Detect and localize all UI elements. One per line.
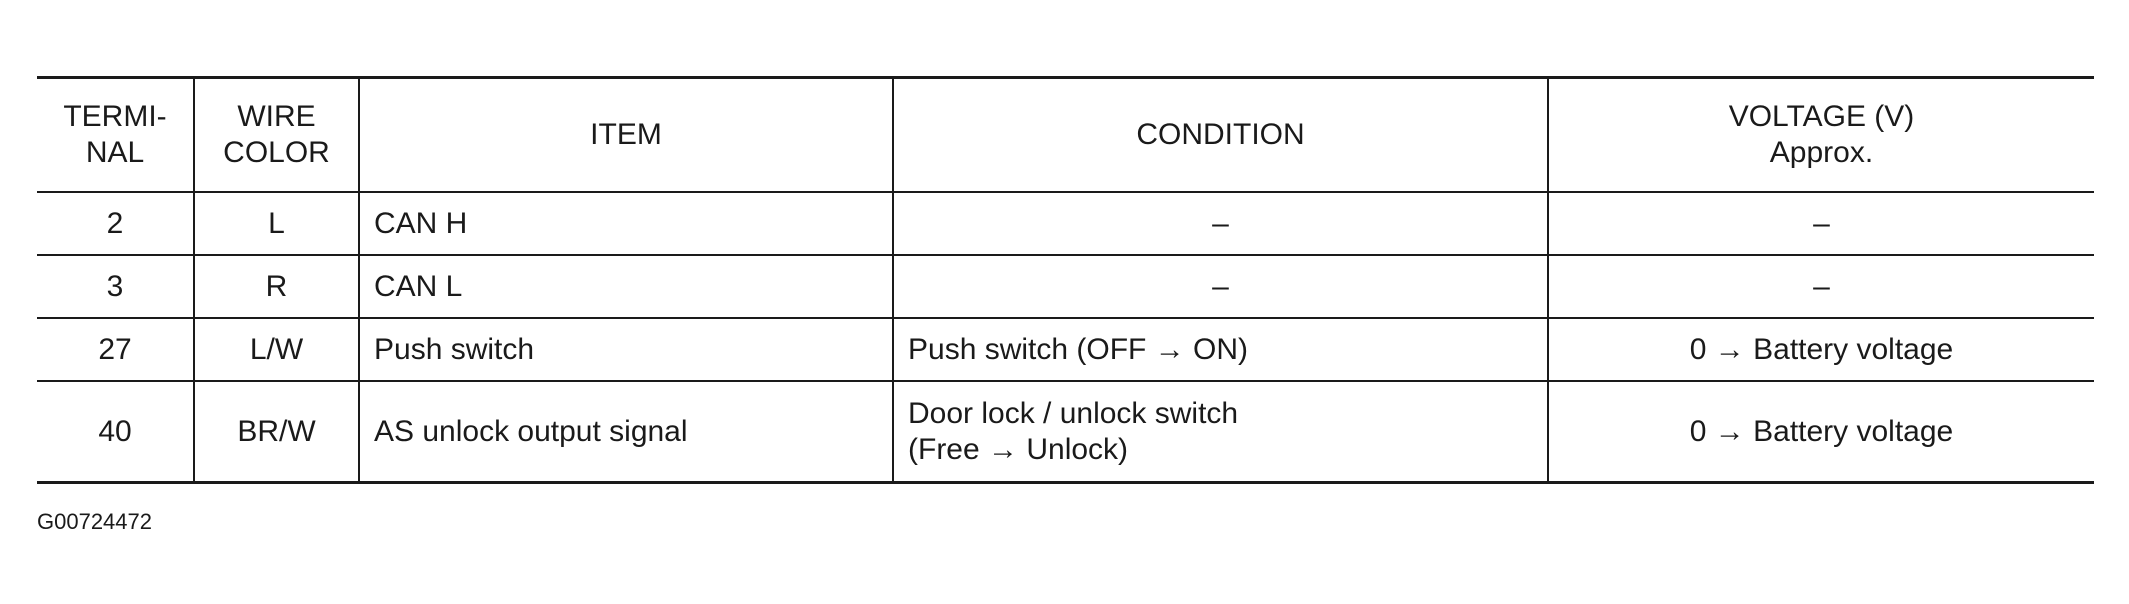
table-row: 2 L CAN H – – xyxy=(37,191,2094,256)
item-cell: CAN L xyxy=(358,254,894,319)
terminal-cell: 40 xyxy=(37,380,195,484)
header-condition: CONDITION xyxy=(892,76,1549,193)
header-wire-color: WIRE COLOR xyxy=(193,76,360,193)
terminal-cell: 27 xyxy=(37,317,195,382)
voltage-cell: – xyxy=(1547,254,2094,319)
table-row: 3 R CAN L – – xyxy=(37,254,2094,319)
condition-cell: Push switch (OFF → ON) xyxy=(892,317,1549,382)
item-cell: Push switch xyxy=(358,317,894,382)
figure-id: G00724472 xyxy=(37,509,152,534)
header-voltage: VOLTAGE (V) Approx. xyxy=(1547,76,2094,193)
item-cell: CAN H xyxy=(358,191,894,256)
terminal-cell: 3 xyxy=(37,254,195,319)
voltage-cell: 0 → Battery voltage xyxy=(1547,380,2094,484)
table-row: 40 BR/W AS unlock output signal Door loc… xyxy=(37,380,2094,484)
voltage-cell: 0 → Battery voltage xyxy=(1547,317,2094,382)
condition-cell: – xyxy=(892,191,1549,256)
wire-color-cell: L xyxy=(193,191,360,256)
condition-cell: – xyxy=(892,254,1549,319)
table-row: 27 L/W Push switch Push switch (OFF → ON… xyxy=(37,317,2094,382)
condition-cell: Door lock / unlock switch (Free → Unlock… xyxy=(892,380,1549,484)
header-row: TERMI- NAL WIRE COLOR ITEM CONDITION VOL… xyxy=(37,76,2094,193)
header-terminal: TERMI- NAL xyxy=(37,76,195,193)
terminal-reference-table: TERMI- NAL WIRE COLOR ITEM CONDITION VOL… xyxy=(37,76,2094,484)
wire-color-cell: BR/W xyxy=(193,380,360,484)
wire-color-cell: L/W xyxy=(193,317,360,382)
header-item: ITEM xyxy=(358,76,894,193)
terminal-cell: 2 xyxy=(37,191,195,256)
voltage-cell: – xyxy=(1547,191,2094,256)
wire-color-cell: R xyxy=(193,254,360,319)
item-cell: AS unlock output signal xyxy=(358,380,894,484)
